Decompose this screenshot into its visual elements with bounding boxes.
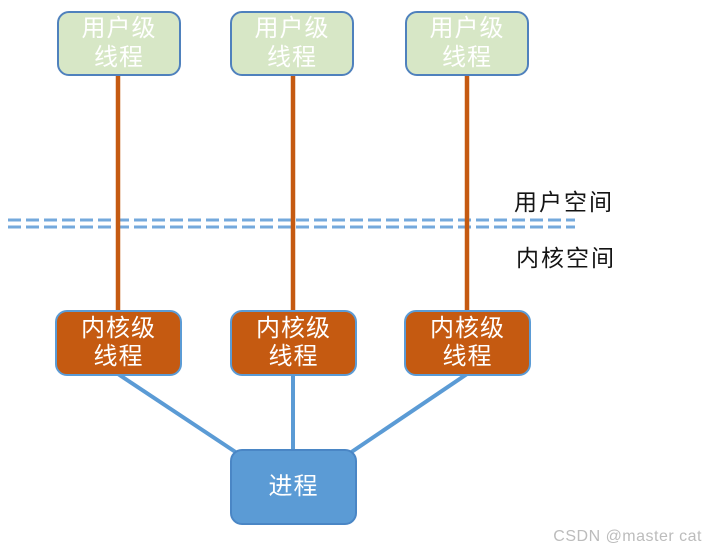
csdn-watermark: CSDN @master cat [553, 528, 702, 545]
user-thread-node-2: 用户级 线程 [230, 11, 354, 76]
kernel-to-process-line-1 [116, 372, 239, 455]
kernel-thread-node-3: 内核级 线程 [404, 310, 531, 376]
kernel-thread-node-2: 内核级 线程 [230, 310, 357, 376]
kernel-thread-node-1: 内核级 线程 [55, 310, 182, 376]
kernel-space-label: 内核空间 [516, 246, 616, 271]
kernel-to-process-line-3 [348, 372, 469, 455]
user-thread-node-3: 用户级 线程 [405, 11, 529, 76]
user-space-label: 用户空间 [514, 190, 614, 215]
user-thread-node-1: 用户级 线程 [57, 11, 181, 76]
process-node: 进程 [230, 449, 357, 525]
